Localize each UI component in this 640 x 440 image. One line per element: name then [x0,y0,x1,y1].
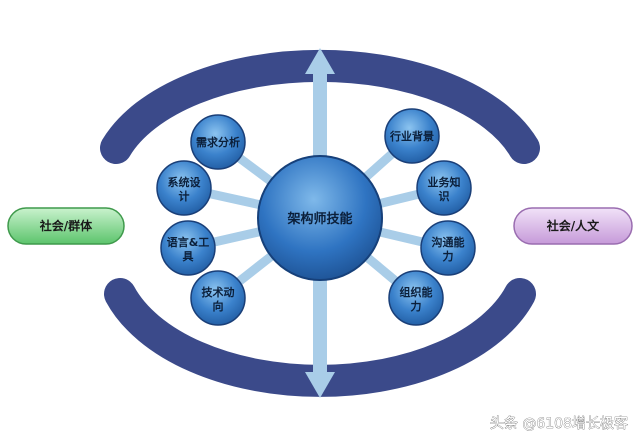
right-node-circle [416,160,472,216]
right-pill-label: 社会/人文 [546,218,600,233]
right-node-circle [388,270,444,326]
watermark: 头条 @6108增长极客 [490,415,628,432]
left-node-circle [156,160,212,216]
left-node-label-line2: 具 [183,250,194,263]
center-node: 架构师技能 [257,155,383,281]
left-node-circle [190,270,246,326]
top-arc-label: 领域/行业知识体系 [273,17,366,31]
left-node-label: 语言&工 [167,235,210,249]
center-label: 架构师技能 [286,211,352,227]
right-node-label-line2: 力 [411,299,422,313]
bottom-arc-label: 架构师技术体系 [281,405,359,419]
left-node-circle [160,220,216,276]
right-node-label: 行业背景 [389,129,434,143]
left-node-2: 语言&工具 [160,220,216,276]
right-node-label-line2: 力 [443,249,454,263]
left-node-circle [190,114,246,170]
right-node-circle [420,220,476,276]
right-node-0: 行业背景 [384,108,440,164]
right-node-label: 组织能 [400,285,433,299]
right-node-label: 沟通能 [432,235,465,249]
right-node-circle [384,108,440,164]
left-node-0: 需求分析 [190,114,246,170]
left-pill: 社会/群体 [7,207,125,245]
left-pill-label: 社会/群体 [39,218,93,233]
left-node-label: 技术动 [202,285,235,299]
left-node-label: 需求分析 [196,135,240,149]
right-pill: 社会/人文 [513,207,633,245]
left-node-label: 系统设 [168,175,202,189]
right-node-label-line2: 识 [439,190,450,203]
left-node-label-line2: 计 [179,189,190,203]
right-node-label: 业务知 [428,175,461,189]
left-node-label-line2: 向 [213,299,224,313]
